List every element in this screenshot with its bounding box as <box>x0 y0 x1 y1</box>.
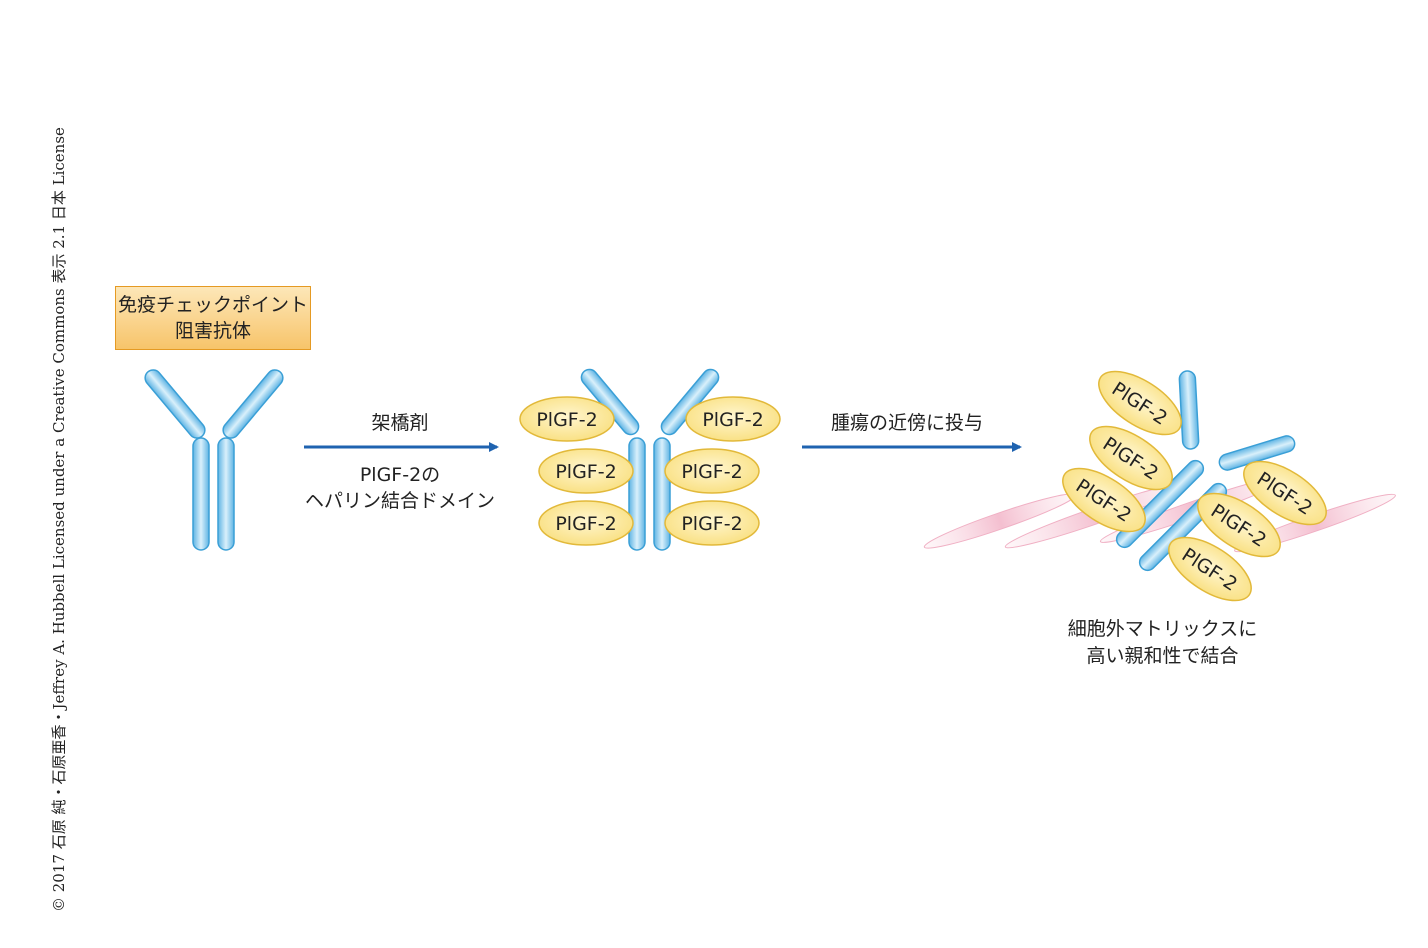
svg-text:PlGF-2: PlGF-2 <box>681 513 742 535</box>
antibody-label-line2: 阻害抗体 <box>174 320 251 342</box>
antibody-plain <box>144 369 284 551</box>
domain-a2-1: PlGF-2 <box>519 396 615 442</box>
result-line1: 細胞外マトリックスに <box>1067 618 1258 640</box>
result-line2: 高い親和性で結合 <box>1086 645 1239 667</box>
step1-label: 架橋剤 <box>371 412 429 434</box>
domain-a2-4: PlGF-2 <box>664 448 760 494</box>
step2-label: 腫瘍の近傍に投与 <box>830 412 983 434</box>
domain-a2-3: PlGF-2 <box>538 448 634 494</box>
step1-sub-line1: PlGF-2の <box>359 464 441 486</box>
antibody-label-box: 免疫チェックポイント 阻害抗体 <box>115 286 311 350</box>
step1-sub-line2: ヘパリン結合ドメイン <box>304 490 495 512</box>
svg-text:PlGF-2: PlGF-2 <box>681 461 742 483</box>
domain-a2-5: PlGF-2 <box>538 500 634 546</box>
svg-text:PlGF-2: PlGF-2 <box>536 409 597 431</box>
domain-a2-2: PlGF-2 <box>685 396 781 442</box>
domain-a2-6: PlGF-2 <box>664 500 760 546</box>
copyright-notice: © 2017 石原 純・石原亜香・Jeffrey A. Hubbell Lice… <box>50 127 68 912</box>
svg-text:PlGF-2: PlGF-2 <box>555 513 616 535</box>
svg-text:PlGF-2: PlGF-2 <box>555 461 616 483</box>
svg-text:PlGF-2: PlGF-2 <box>702 409 763 431</box>
antibody-label-line1: 免疫チェックポイント <box>117 294 308 316</box>
